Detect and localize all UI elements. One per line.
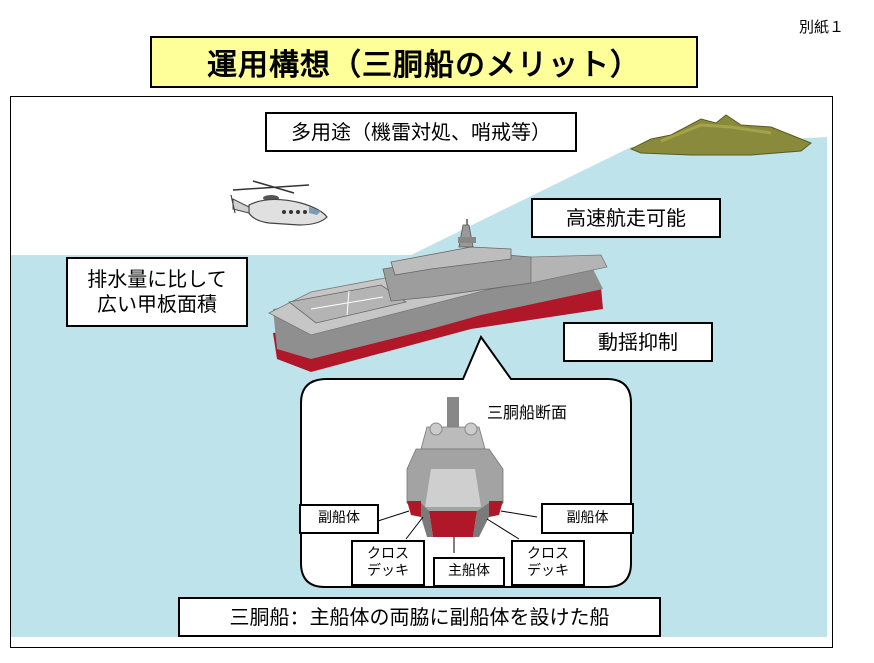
deck-area-line1: 排水量に比して — [87, 267, 227, 291]
cross-deck-right-line1: クロス — [527, 545, 569, 562]
cross-deck-right-label: クロス デッキ — [511, 540, 585, 586]
trimaran-caption: 三胴船：主船体の両脇に副船体を設けた船 — [178, 597, 661, 637]
deck-area-line2: 広い甲板面積 — [97, 292, 217, 316]
scene-frame — [10, 96, 833, 648]
cross-deck-left-line2: デッキ — [367, 563, 409, 579]
multipurpose-label: 多用途（機雷対処、哨戒等） — [265, 112, 577, 152]
island-icon — [629, 114, 812, 156]
main-hull-label: 主船体 — [433, 557, 505, 587]
cross-deck-left-line1: クロス — [367, 545, 409, 562]
cross-section-drawing — [406, 397, 504, 537]
side-hull-right-label: 副船体 — [541, 503, 634, 534]
side-hull-left-label: 副船体 — [299, 504, 379, 534]
high-speed-label: 高速航走可能 — [531, 198, 721, 238]
cross-section-title: 三胴船断面 — [487, 403, 568, 422]
roll-control-label: 動揺抑制 — [563, 322, 713, 362]
helicopter-icon — [230, 180, 328, 226]
deck-area-label: 排水量に比して 広い甲板面積 — [66, 257, 248, 327]
document-tag: 別紙１ — [798, 18, 844, 36]
cross-deck-left-label: クロス デッキ — [351, 540, 425, 586]
trimaran-ship — [268, 219, 608, 372]
cross-deck-right-line2: デッキ — [527, 563, 569, 579]
callout-pointer-lines — [377, 510, 538, 553]
page-title: 運用構想（三胴船のメリット） — [150, 36, 698, 88]
